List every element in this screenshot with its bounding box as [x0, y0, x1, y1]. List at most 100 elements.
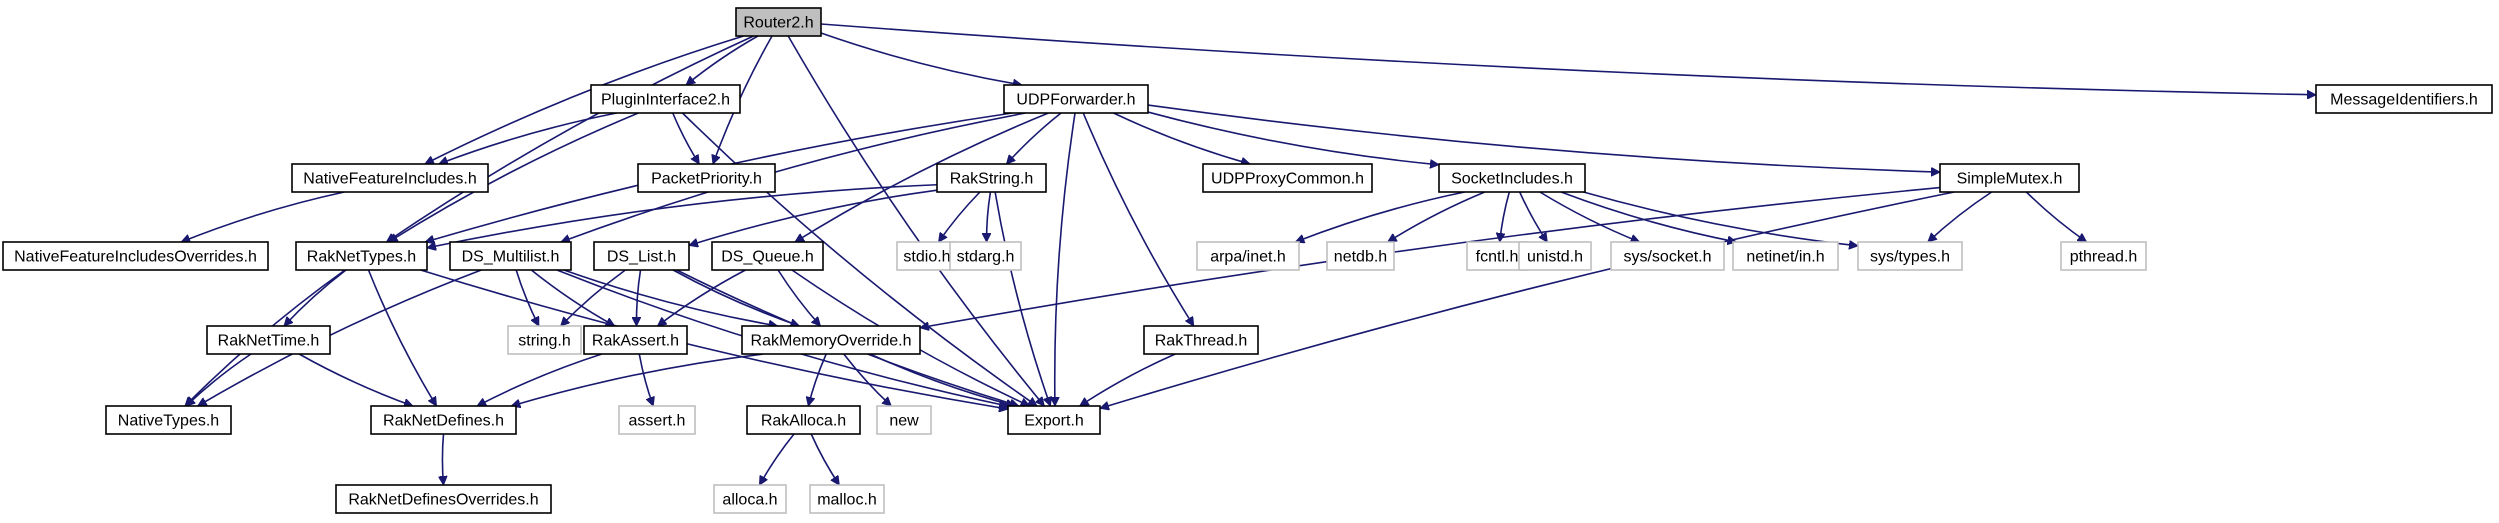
node-box-socketincludes	[1438, 163, 1586, 193]
node-raknetdefines[interactable]: RakNetDefines.h	[370, 405, 517, 435]
node-label-netinetin: netinet/in.h	[1746, 249, 1824, 266]
edge-router2-to-raknettypes	[386, 35, 754, 243]
node-box-stdarg	[949, 241, 1022, 271]
edge-router2-to-nativefeatureincludes	[425, 35, 744, 165]
node-nativefeatureincludes[interactable]: NativeFeatureIncludes.h	[291, 163, 489, 193]
node-label-malloc: malloc.h	[817, 492, 877, 509]
node-box-rakassert	[583, 325, 688, 355]
node-label-simplemutex: SimpleMutex.h	[1957, 171, 2063, 188]
edge-simplemutex-to-export	[1100, 191, 1955, 408]
edge-plugininterface2-to-packetpriority	[672, 112, 700, 164]
node-label-pthread: pthread.h	[2070, 249, 2138, 266]
node-messageidentifiers[interactable]: MessageIdentifiers.h	[2315, 84, 2493, 114]
edge-rakmemoryoverride-to-raknetdefines	[511, 353, 764, 406]
node-raknettypes[interactable]: RakNetTypes.h	[295, 241, 428, 271]
edge-rakalloca-to-alloca	[758, 433, 795, 485]
node-label-export: Export.h	[1024, 413, 1084, 430]
edge-rakstring-to-raknettypes	[427, 183, 938, 248]
node-box-nativefeatureincludes	[291, 163, 489, 193]
node-label-rakstring: RakString.h	[950, 171, 1034, 188]
node-udpproxycommon[interactable]: UDPProxyCommon.h	[1202, 163, 1373, 193]
node-rakthread[interactable]: RakThread.h	[1143, 325, 1259, 355]
node-label-socketincludes: SocketIncludes.h	[1451, 171, 1573, 188]
edge-rakstring-to-stdarg	[987, 191, 992, 242]
edge-ds_list-to-rakassert	[636, 269, 642, 326]
node-label-assert: assert.h	[629, 413, 686, 430]
node-raknettime[interactable]: RakNetTime.h	[206, 325, 331, 355]
node-packetpriority[interactable]: PacketPriority.h	[637, 163, 776, 193]
edge-raknettypes-to-raknetdefines	[367, 269, 438, 406]
node-rakmemoryoverride[interactable]: RakMemoryOverride.h	[741, 325, 921, 355]
node-ds_multilist[interactable]: DS_Multilist.h	[449, 241, 572, 271]
node-raknetdefinesoverrides[interactable]: RakNetDefinesOverrides.h	[335, 484, 552, 514]
node-udpforwarder[interactable]: UDPForwarder.h	[1003, 84, 1149, 114]
node-string: string.h	[507, 325, 582, 355]
node-ds_queue[interactable]: DS_Queue.h	[711, 241, 824, 271]
node-label-netdb: netdb.h	[1334, 249, 1387, 266]
node-label-string: string.h	[518, 333, 570, 350]
node-label-raknetdefinesoverrides: RakNetDefinesOverrides.h	[348, 492, 538, 509]
edge-ds_multilist-to-nativetypes	[198, 269, 482, 407]
edge-rakassert-to-assert	[638, 353, 653, 406]
edge-udpforwarder-to-socketincludes	[1147, 111, 1439, 165]
edge-raknettypes-to-export	[420, 269, 1008, 409]
edge-router2-to-plugininterface2	[686, 35, 759, 85]
edge-udpforwarder-to-ds_queue	[795, 112, 1049, 243]
node-label-syssocket: sys/socket.h	[1623, 249, 1711, 266]
node-rakassert[interactable]: RakAssert.h	[583, 325, 688, 355]
node-new: new	[876, 405, 932, 435]
edge-udpforwarder-to-rakstring	[1006, 112, 1062, 164]
edge-raknettime-to-raknetdefines	[298, 353, 413, 406]
node-box-raknetdefines	[370, 405, 517, 435]
edge-rakmemoryoverride-to-rakalloca	[808, 353, 827, 406]
node-box-raknetdefinesoverrides	[335, 484, 552, 514]
node-label-ds_multilist: DS_Multilist.h	[462, 249, 560, 266]
node-nativefeatureincludesoverrides[interactable]: NativeFeatureIncludesOverrides.h	[2, 241, 269, 271]
node-socketincludes[interactable]: SocketIncludes.h	[1438, 163, 1586, 193]
node-router2[interactable]: Router2.h	[735, 7, 822, 37]
edge-router2-to-messageidentifiers	[820, 23, 2316, 95]
edge-router2-to-udpforwarder	[820, 32, 1022, 85]
node-label-udpproxycommon: UDPProxyCommon.h	[1211, 171, 1364, 188]
node-simplemutex[interactable]: SimpleMutex.h	[1939, 163, 2080, 193]
node-ds_list[interactable]: DS_List.h	[593, 241, 690, 271]
edge-ds_list-to-string	[561, 269, 626, 326]
node-pthread: pthread.h	[2060, 241, 2147, 271]
edge-udpforwarder-to-ds_multilist	[561, 112, 1026, 242]
node-box-raknettime	[206, 325, 331, 355]
node-rakstring[interactable]: RakString.h	[936, 163, 1047, 193]
node-plugininterface2[interactable]: PluginInterface2.h	[590, 84, 741, 114]
node-nativetypes[interactable]: NativeTypes.h	[105, 405, 232, 435]
node-label-ds_queue: DS_Queue.h	[721, 249, 814, 266]
node-label-nativefeatureincludes: NativeFeatureIncludes.h	[303, 171, 476, 188]
edge-socketincludes-to-syssocket	[1539, 191, 1640, 242]
node-label-stdio: stdio.h	[903, 249, 950, 266]
node-stdarg: stdarg.h	[949, 241, 1022, 271]
node-label-new: new	[889, 413, 919, 430]
node-box-assert	[618, 405, 696, 435]
node-box-ds_multilist	[449, 241, 572, 271]
node-box-malloc	[809, 484, 885, 514]
node-box-string	[507, 325, 582, 355]
node-box-router2	[735, 7, 822, 37]
node-label-ds_list: DS_List.h	[607, 249, 676, 266]
node-box-udpproxycommon	[1202, 163, 1373, 193]
node-export[interactable]: Export.h	[1007, 405, 1101, 435]
node-assert: assert.h	[618, 405, 696, 435]
node-label-plugininterface2: PluginInterface2.h	[601, 92, 730, 109]
node-box-alloca	[713, 484, 787, 514]
edge-rakalloca-to-malloc	[810, 433, 840, 485]
node-rakalloca[interactable]: RakAlloca.h	[746, 405, 861, 435]
node-box-new	[876, 405, 932, 435]
edge-ds_queue-to-rakassert	[658, 269, 746, 327]
node-box-messageidentifiers	[2315, 84, 2493, 114]
edge-udpforwarder-to-simplemutex	[1147, 104, 1940, 172]
node-label-rakthread: RakThread.h	[1155, 333, 1248, 350]
edge-raknettypes-to-raknettime	[284, 269, 347, 326]
node-label-udpforwarder: UDPForwarder.h	[1016, 92, 1135, 109]
node-label-nativefeatureincludesoverrides: NativeFeatureIncludesOverrides.h	[14, 249, 257, 266]
edge-rakstring-to-stdio	[937, 191, 981, 242]
edge-socketincludes-to-netinetin	[1560, 191, 1736, 242]
node-label-unistd: unistd.h	[1527, 249, 1583, 266]
